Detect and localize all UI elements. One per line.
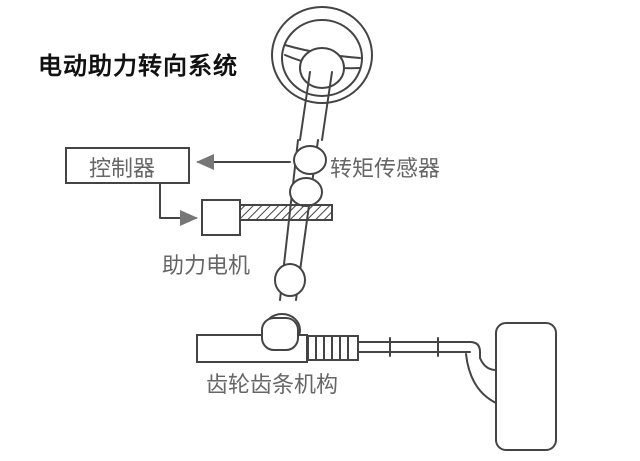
road-wheel bbox=[495, 322, 557, 451]
assist-motor-box bbox=[201, 199, 241, 236]
rack-housing bbox=[196, 317, 497, 404]
torque-sensor-ring bbox=[293, 145, 327, 175]
steering-wheel bbox=[271, 6, 373, 104]
page-title: 电动助力转向系统 bbox=[38, 52, 238, 80]
rack-and-pinion-label: 齿轮齿条机构 bbox=[206, 373, 339, 398]
torque-sensor-label: 转矩传感器 bbox=[330, 157, 441, 182]
signal-arrow-controller-to-motor bbox=[159, 182, 198, 226]
motor-gear-rail bbox=[239, 204, 333, 221]
assist-motor-label: 助力电机 bbox=[162, 254, 251, 279]
controller-label: 控制器 bbox=[89, 157, 156, 182]
controller-box bbox=[65, 147, 190, 184]
